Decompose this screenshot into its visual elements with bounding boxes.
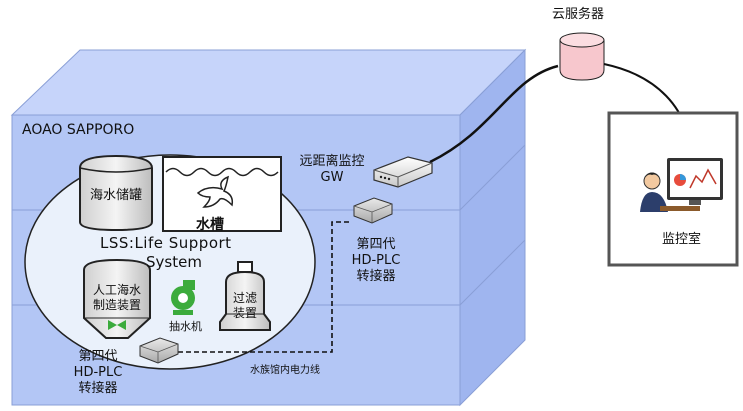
filter-label: 过滤 装置	[226, 291, 264, 321]
gateway-label-line1: 远距离监控	[299, 154, 365, 169]
floor-line	[459, 144, 526, 211]
building-name: AOAO SAPPORO	[22, 122, 135, 138]
plc-upper-label: 第四代 HD-PLC 转接器	[340, 237, 412, 285]
gateway-icon	[373, 156, 433, 188]
pump-label: 抽水机	[169, 320, 202, 333]
building-top-face	[10, 49, 527, 116]
aquarium-tank-label: 水槽	[196, 217, 224, 233]
pump-icon	[171, 280, 195, 315]
cloud-server-label: 云服务器	[552, 7, 605, 22]
plc-lower-line1: 第四代	[78, 349, 118, 364]
gateway-to-cloud-line	[429, 64, 559, 164]
gateway-label: 远距离监控 GW	[286, 154, 378, 186]
storage-tank-label: 海水储罐	[89, 188, 142, 203]
plc-lower-line2: HD-PLC	[73, 365, 123, 380]
filter-icon	[219, 261, 271, 331]
operator-icon	[640, 158, 723, 212]
seawater-maker-label: 人工海水 制造装置	[84, 283, 150, 313]
cloud-server-icon	[559, 32, 605, 81]
aquarium-tank-icon	[162, 156, 282, 232]
monitor-room-label: 监控室	[662, 232, 702, 247]
plc-upper-line1: 第四代	[356, 237, 396, 252]
seawater-maker-label-line1: 人工海水	[92, 283, 141, 297]
filter-label-line2: 装置	[232, 306, 257, 320]
plc-lower-label: 第四代 HD-PLC 转接器	[62, 349, 134, 397]
plc-adapter-lower-icon	[139, 337, 179, 364]
powerline-dashed	[170, 221, 352, 353]
valve-icon	[108, 320, 126, 330]
plc-upper-line3: 转接器	[356, 269, 396, 284]
seawater-maker-icon	[83, 258, 151, 339]
seawater-maker-label-line2: 制造装置	[92, 298, 141, 312]
filter-label-line1: 过滤	[232, 291, 257, 305]
lss-title-line2: System	[146, 253, 202, 271]
powerline-label: 水族馆内电力线	[250, 365, 320, 376]
storage-tank-icon	[79, 154, 153, 232]
lss-title-line1: LSS:Life Support	[100, 234, 232, 252]
fish-icon	[196, 175, 234, 208]
gateway-label-line2: GW	[320, 170, 344, 185]
plc-adapter-upper-icon	[353, 197, 393, 224]
floor-line	[459, 239, 526, 306]
plc-lower-line3: 转接器	[78, 381, 118, 396]
plc-upper-line2: HD-PLC	[351, 253, 401, 268]
